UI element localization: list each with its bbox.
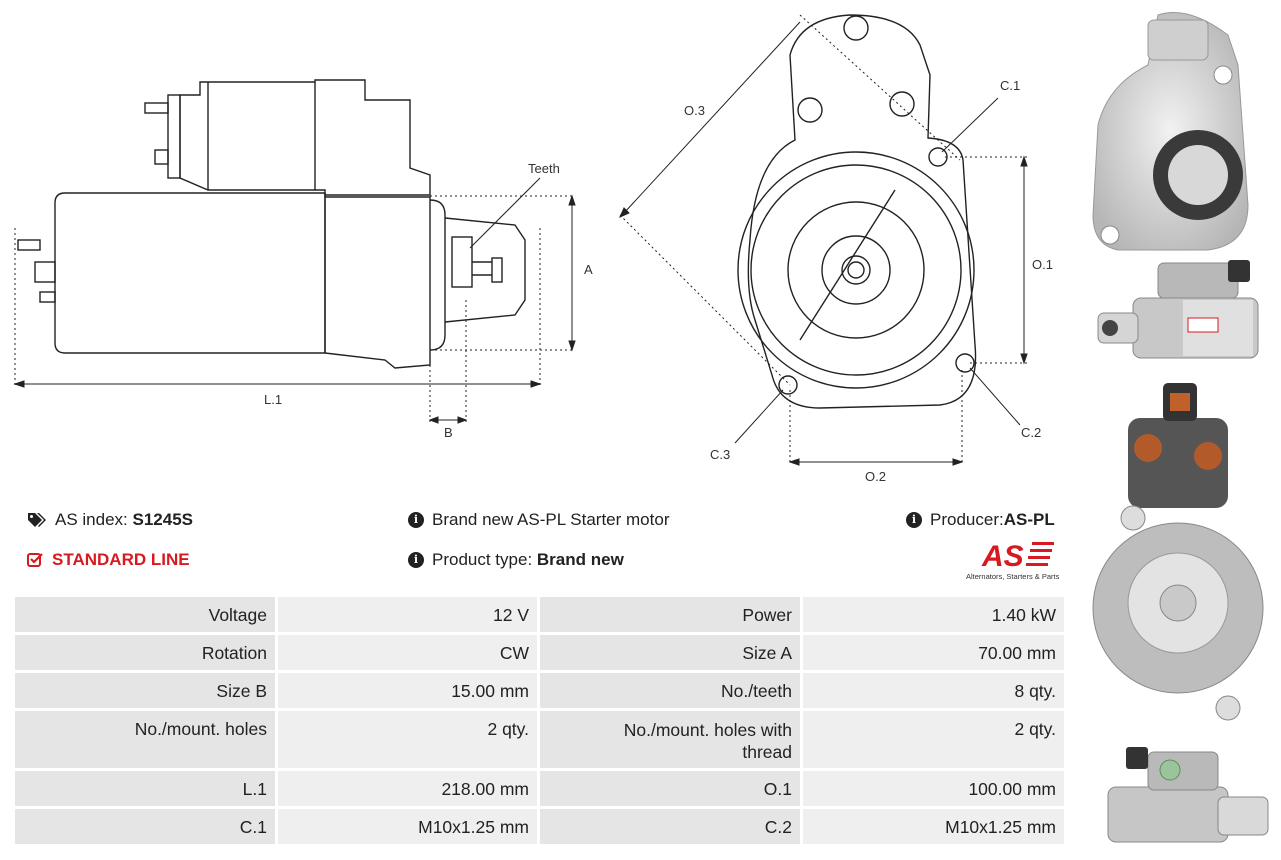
product-type-value: Brand new [536,550,624,569]
spec-label: Rotation [15,635,278,673]
checkbox-icon [27,552,44,568]
technical-drawing: Teeth A L.1 B O [13,14,1053,484]
label-a: A [584,262,593,277]
spec-value: M10x1.25 mm [803,809,1067,847]
spec-value: M10x1.25 mm [278,809,540,847]
spec-label: No./mount. holes [15,711,278,771]
spec-value: 218.00 mm [278,771,540,809]
producer-value: AS-PL [1003,510,1055,529]
label-o1: O.1 [1032,257,1053,272]
spec-label: C.2 [540,809,803,847]
spec-value: 12 V [278,597,540,635]
producer-label: Producer: [930,510,1004,529]
label-b: B [444,425,453,440]
spec-label: O.1 [540,771,803,809]
as-logo-mark: AS [981,540,1054,573]
spec-value: 2 qty. [278,711,540,771]
as-index-label: AS index: [55,510,128,529]
product-photo-top[interactable] [1088,742,1278,852]
spec-value: 2 qty. [803,711,1067,771]
spec-label: Size A [540,635,803,673]
logo-tagline: Alternators, Starters & Parts [966,572,1060,581]
as-index-row: AS index: S1245S [27,509,193,531]
spec-value: 8 qty. [803,673,1067,711]
description-row: i Brand new AS-PL Starter motor [408,509,669,531]
label-c1: C.1 [1000,78,1020,93]
spec-label: Size B [15,673,278,711]
product-type-label: Product type: [432,550,533,569]
as-index-value: S1245S [132,510,194,529]
line-label: STANDARD LINE [52,550,190,569]
spec-label: Voltage [15,597,278,635]
spec-value: 70.00 mm [803,635,1067,673]
label-o2: O.2 [865,469,886,484]
spec-value: CW [278,635,540,673]
tag-icon [27,512,47,528]
as-pl-logo[interactable]: AS Alternators, Starters & Parts [962,538,1070,586]
label-c2: C.2 [1021,425,1041,440]
product-type-row: i Product type: Brand new [408,549,624,571]
label-teeth: Teeth [528,161,560,176]
product-photo-rear[interactable] [1088,378,1268,733]
product-photo-side[interactable] [1088,258,1278,368]
spec-label: L.1 [15,771,278,809]
info-icon: i [906,512,922,528]
label-o3: O.3 [684,103,705,118]
spec-label: No./mount. holes with thread [540,711,803,771]
label-c3: C.3 [710,447,730,462]
spec-label: C.1 [15,809,278,847]
spec-value: 100.00 mm [803,771,1067,809]
info-icon: i [408,552,424,568]
product-photo-front[interactable] [1088,5,1258,255]
spec-label: No./teeth [540,673,803,711]
info-icon: i [408,512,424,528]
line-row: STANDARD LINE [27,549,190,571]
svg-text:AS: AS [981,540,1024,572]
description-text: Brand new AS-PL Starter motor [432,510,670,529]
spec-value: 15.00 mm [278,673,540,711]
spec-value: 1.40 kW [803,597,1067,635]
label-l1: L.1 [264,392,282,407]
producer-row: i Producer:AS-PL [906,509,1055,531]
spec-label: Power [540,597,803,635]
